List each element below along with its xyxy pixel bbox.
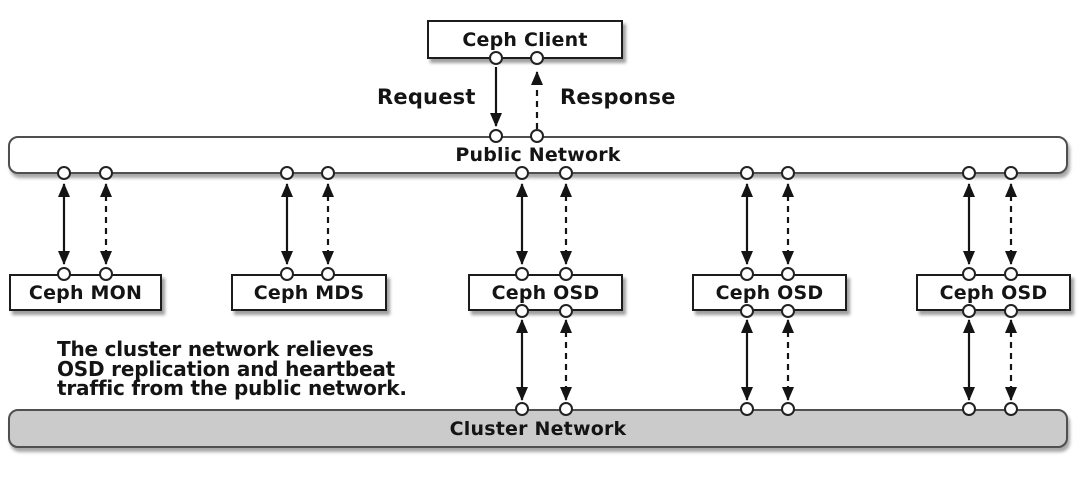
public-node-links-dashed — [100, 183, 1017, 265]
ceph-client-box: Ceph Client — [427, 20, 623, 59]
note-line-3: traffic from the public network. — [57, 376, 407, 400]
cluster-network-note: The cluster network relieves OSD replica… — [57, 337, 407, 400]
public-node-links-solid — [58, 183, 975, 265]
node-box-ceph-osd-3: Ceph OSD — [916, 274, 1071, 311]
ceph-osd-3-label: Ceph OSD — [939, 281, 1048, 304]
cluster-network-label: Cluster Network — [449, 417, 627, 440]
osd-cluster-links-dashed — [560, 319, 1017, 401]
public-network-bar: Public Network — [8, 136, 1068, 174]
response-label: Response — [560, 85, 676, 109]
node-box-ceph-mon: Ceph MON — [9, 274, 162, 311]
ceph-mds-label: Ceph MDS — [253, 281, 365, 304]
note-line-1: The cluster network relieves — [57, 337, 374, 361]
node-box-ceph-osd-2: Ceph OSD — [692, 274, 847, 311]
osd-cluster-links-solid — [516, 319, 975, 401]
ceph-osd-2-label: Ceph OSD — [715, 281, 824, 304]
ceph-osd-1-label: Ceph OSD — [491, 281, 600, 304]
note-line-2: OSD replication and heartbeat — [57, 356, 396, 381]
public-network-label: Public Network — [455, 144, 621, 166]
ceph-client-label: Ceph Client — [462, 28, 588, 51]
cluster-network-bar: Cluster Network — [8, 409, 1068, 448]
request-label: Request — [377, 85, 476, 109]
node-box-ceph-mds: Ceph MDS — [231, 274, 387, 311]
node-box-ceph-osd-1: Ceph OSD — [468, 274, 623, 311]
ceph-mon-label: Ceph MON — [28, 281, 143, 304]
